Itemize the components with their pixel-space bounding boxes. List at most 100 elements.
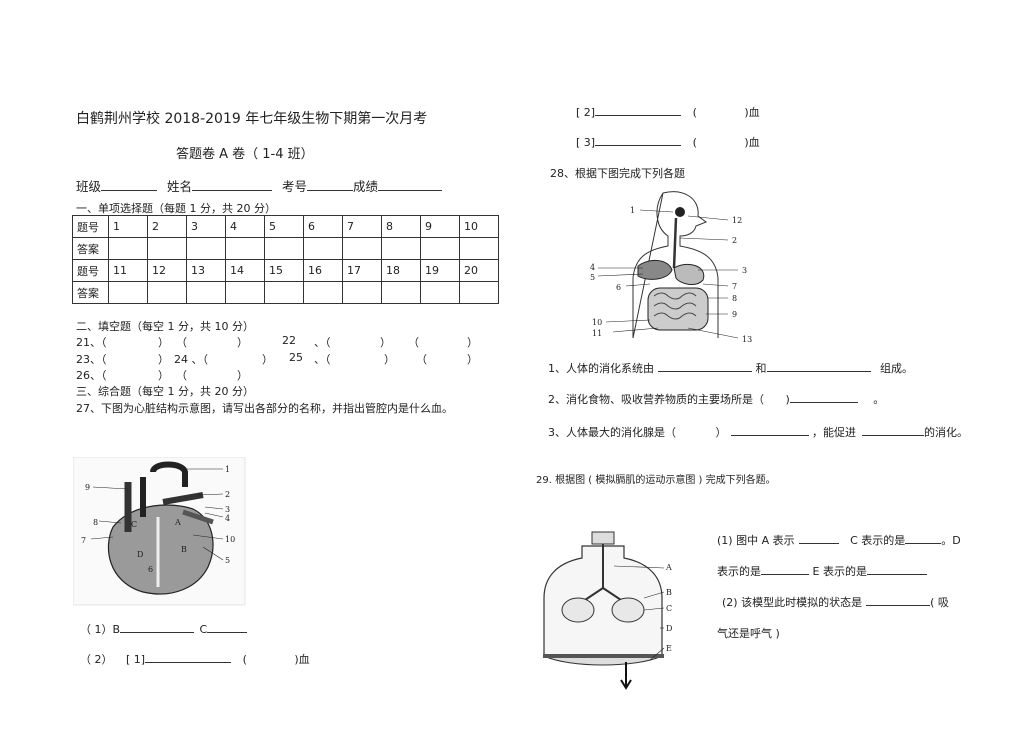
heart-label: 3 [225, 505, 230, 514]
q28-3-blank-2[interactable] [862, 424, 924, 436]
q24-label: 24 、（ [174, 353, 208, 366]
answer-cell[interactable] [459, 281, 499, 304]
jar-stopper [591, 531, 615, 545]
exam-no-label: 考号 [282, 179, 308, 194]
close-paren: ） [158, 336, 169, 349]
answer-cell[interactable] [303, 281, 343, 304]
d-blank[interactable] [761, 563, 809, 575]
blood-suffix: )血 [744, 106, 760, 119]
table-cell: 11 [108, 259, 148, 282]
model-label: A [665, 563, 672, 572]
heart-label: 6 [148, 565, 153, 574]
q28-2-close: ) [785, 393, 790, 406]
answer-cell[interactable] [342, 281, 382, 304]
answer-cell[interactable] [264, 281, 304, 304]
q27-text: 27、下图为心脏结构示意图，请写出各部分的名称，并指出管腔内是什么血。 [76, 402, 453, 415]
answer-cell[interactable] [342, 237, 382, 260]
q28-2-row: 2、消化食物、吸收营养物质的主要场所是（ ) 。 [548, 391, 884, 407]
open-paren: ( [242, 653, 247, 666]
table-cell: 4 [225, 215, 265, 238]
item2-blank[interactable] [595, 104, 682, 116]
answer-cell[interactable] [420, 237, 460, 260]
state-blank[interactable] [866, 594, 931, 606]
open-paren: 、（ [314, 353, 331, 366]
table-cell: 9 [420, 215, 460, 238]
digestive-label: 12 [732, 216, 742, 225]
answer-cell[interactable] [186, 281, 226, 304]
right-balloon [611, 597, 645, 623]
q22-label: 22 [282, 334, 296, 347]
open-paren: 、（ [314, 336, 331, 349]
digestive-label: 7 [732, 282, 737, 291]
answer-cell[interactable] [147, 237, 187, 260]
close-paren: ） [467, 336, 478, 349]
answer-cell[interactable] [225, 237, 265, 260]
q21-label: 21、（ [76, 336, 107, 349]
digestive-label: 9 [732, 310, 737, 319]
item3-blank[interactable] [595, 134, 682, 146]
heart-label: 9 [85, 483, 90, 492]
d-text-2: 表示的是 [717, 565, 761, 578]
answer-cell[interactable] [420, 281, 460, 304]
rubber-membrane [543, 655, 663, 666]
item2-label: [ 2] [576, 106, 596, 119]
heart-diagram: 1 2 3 4 5 6 7 8 9 10 A B C D [73, 457, 246, 606]
q28-1-blank-1[interactable] [658, 360, 752, 372]
heart-label: C [131, 520, 137, 529]
answer-cell[interactable] [108, 281, 148, 304]
answer-cell[interactable] [225, 281, 265, 304]
class-blank[interactable] [101, 179, 158, 191]
heart-label: 5 [225, 556, 230, 565]
answer-cell[interactable] [381, 237, 421, 260]
open-paren: （ [176, 336, 187, 349]
glass-tube [584, 544, 622, 601]
q27-2-prefix: （ 2） [80, 653, 113, 666]
model-label: B [666, 588, 672, 597]
intestine-loops [653, 292, 697, 320]
b-blank[interactable] [120, 621, 195, 633]
c-blank[interactable] [207, 621, 248, 633]
table-cell: 12 [147, 259, 187, 282]
table-cell: 答案 [72, 237, 109, 260]
answer-cell[interactable] [459, 237, 499, 260]
q29-2-hint: ( 吸 [930, 596, 949, 609]
table-row: 答案 [72, 281, 499, 304]
q28-1-blank-2[interactable] [766, 360, 871, 372]
esophagus [672, 217, 678, 269]
table-cell: 13 [186, 259, 226, 282]
pulmonary-vein [182, 509, 214, 525]
close-paren: ） [262, 353, 273, 366]
oral-cavity [675, 207, 685, 217]
digestive-label: 2 [732, 236, 737, 245]
answer-cell[interactable] [108, 237, 148, 260]
heart-label: 1 [225, 465, 230, 474]
close-paren: ） [237, 369, 248, 382]
exam-no-blank[interactable] [307, 179, 354, 191]
a-blank[interactable] [798, 532, 839, 544]
answer-cell[interactable] [381, 281, 421, 304]
heart-body [107, 504, 214, 595]
diaphragm-model-diagram: A B C D E [543, 531, 672, 690]
q28-3-blank-1[interactable] [730, 424, 809, 436]
item1-blank[interactable] [145, 651, 232, 663]
table-cell: 14 [225, 259, 265, 282]
e-blank[interactable] [866, 563, 927, 575]
table-cell: 7 [342, 215, 382, 238]
aorta-arch [140, 461, 188, 517]
answer-cell[interactable] [147, 281, 187, 304]
answer-cell[interactable] [303, 237, 343, 260]
heart-label: 7 [81, 536, 86, 545]
answer-cell[interactable] [186, 237, 226, 260]
stomach [673, 264, 705, 285]
digestive-diagram: 1 2 3 4 5 6 7 8 9 10 11 12 13 [590, 191, 752, 344]
digestive-label: 10 [592, 318, 602, 327]
q29-1-row-1: (1) 图中 A 表示 C 表示的是。D [717, 532, 961, 548]
q28-2-blank[interactable] [789, 391, 858, 403]
liver [637, 260, 673, 280]
table-cell: 20 [459, 259, 499, 282]
name-blank[interactable] [192, 179, 273, 191]
c-blank[interactable] [905, 532, 942, 544]
answer-cell[interactable] [264, 237, 304, 260]
d-text: 。D [941, 534, 961, 547]
score-blank[interactable] [378, 179, 443, 191]
